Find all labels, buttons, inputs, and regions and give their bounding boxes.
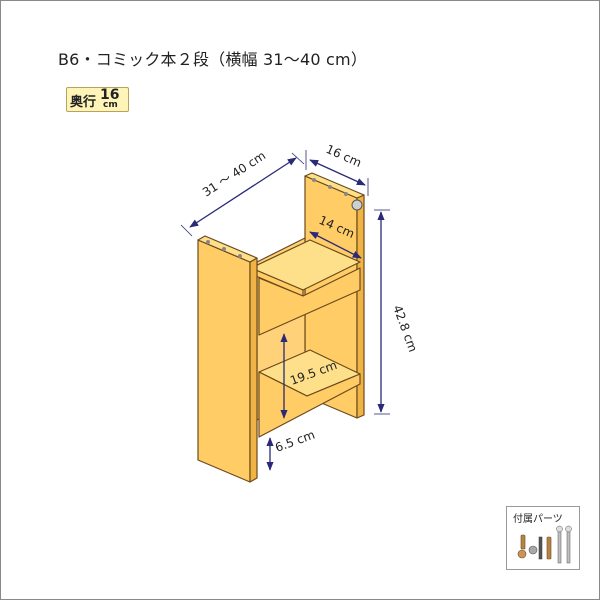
right-panel-hole: [351, 199, 363, 211]
dowel-icon: [520, 534, 526, 550]
depth-badge-unit: cm: [103, 100, 118, 110]
depth-inner-dimension-line: [309, 231, 362, 259]
width-label: 31 ～ 40 cm: [200, 148, 268, 199]
parts-box: 付属パーツ: [506, 506, 580, 570]
right-panel-dot: [328, 185, 332, 189]
bolt-icon: [538, 536, 543, 560]
right-panel-dot: [312, 178, 316, 182]
depth-outer-dimension-line: [309, 159, 366, 186]
left-side-panel-edge: [249, 257, 258, 483]
depth-badge-number: 16: [100, 87, 120, 103]
left-side-panel-top: [197, 235, 258, 263]
dimension-lines: [180, 150, 390, 471]
left-panel-dot: [206, 240, 210, 244]
base-gap-label: 6.5 cm: [273, 428, 316, 455]
left-panel-dot: [238, 254, 242, 258]
height-label: 42.8 cm: [390, 303, 420, 354]
width-dimension-line: [189, 157, 297, 228]
dowel-icon-2: [546, 536, 552, 560]
depth-outer-label: 16 cm: [324, 142, 364, 170]
connector-icon: [528, 545, 538, 555]
cam-lock-icon: [517, 549, 527, 559]
right-panel-dot: [344, 192, 348, 196]
left-side-panel-front: [197, 239, 251, 483]
hardware-parts-illustration: [517, 525, 572, 564]
left-panel-dot: [222, 247, 226, 251]
depth-badge-label: 奥行: [70, 95, 97, 110]
screw-icon: [557, 528, 562, 564]
top-shelf-under: [258, 267, 361, 336]
page-title: B6・コミック本２段（横幅 31～40 cm）: [58, 50, 368, 69]
parts-box-label: 付属パーツ: [513, 514, 563, 525]
screw-icon-2: [566, 528, 571, 564]
depth-badge: 奥行 16 cm: [66, 87, 129, 112]
